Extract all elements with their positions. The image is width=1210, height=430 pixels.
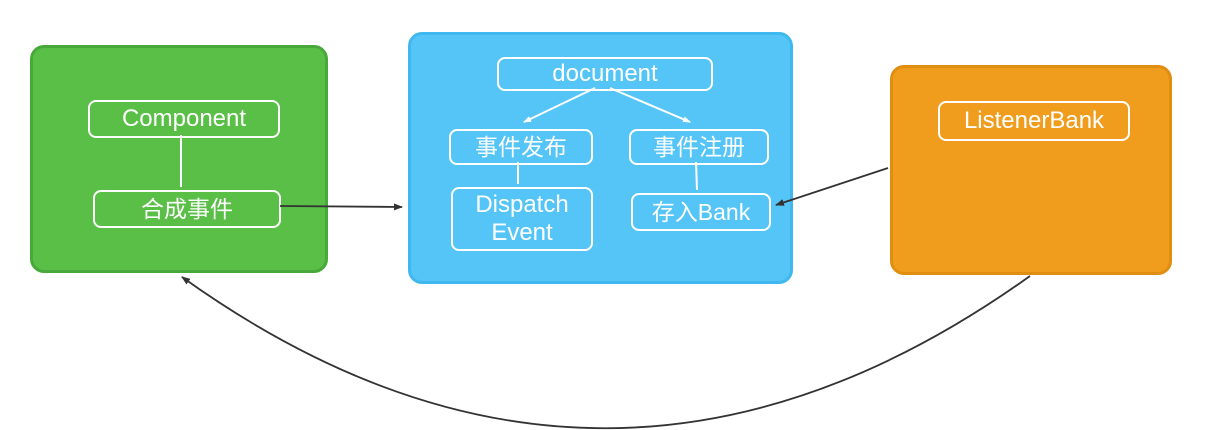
listenerbank-node: ListenerBank — [938, 101, 1130, 141]
listenerbank-panel: ListenerBank — [890, 65, 1172, 275]
connector-listenerbank-to-component-curve — [181, 275, 1031, 430]
dispatch-event-node: Dispatch Event — [451, 187, 593, 251]
component-node: Component — [88, 100, 280, 138]
synthetic-event-node: 合成事件 — [93, 190, 281, 228]
event-register-node: 事件注册 — [629, 129, 769, 165]
event-publish-node: 事件发布 — [449, 129, 593, 165]
store-bank-node: 存入Bank — [631, 193, 771, 231]
document-node: document — [497, 57, 713, 91]
component-panel: Component 合成事件 — [30, 45, 328, 273]
document-panel: document 事件发布 事件注册 Dispatch Event 存入Bank — [408, 32, 793, 284]
